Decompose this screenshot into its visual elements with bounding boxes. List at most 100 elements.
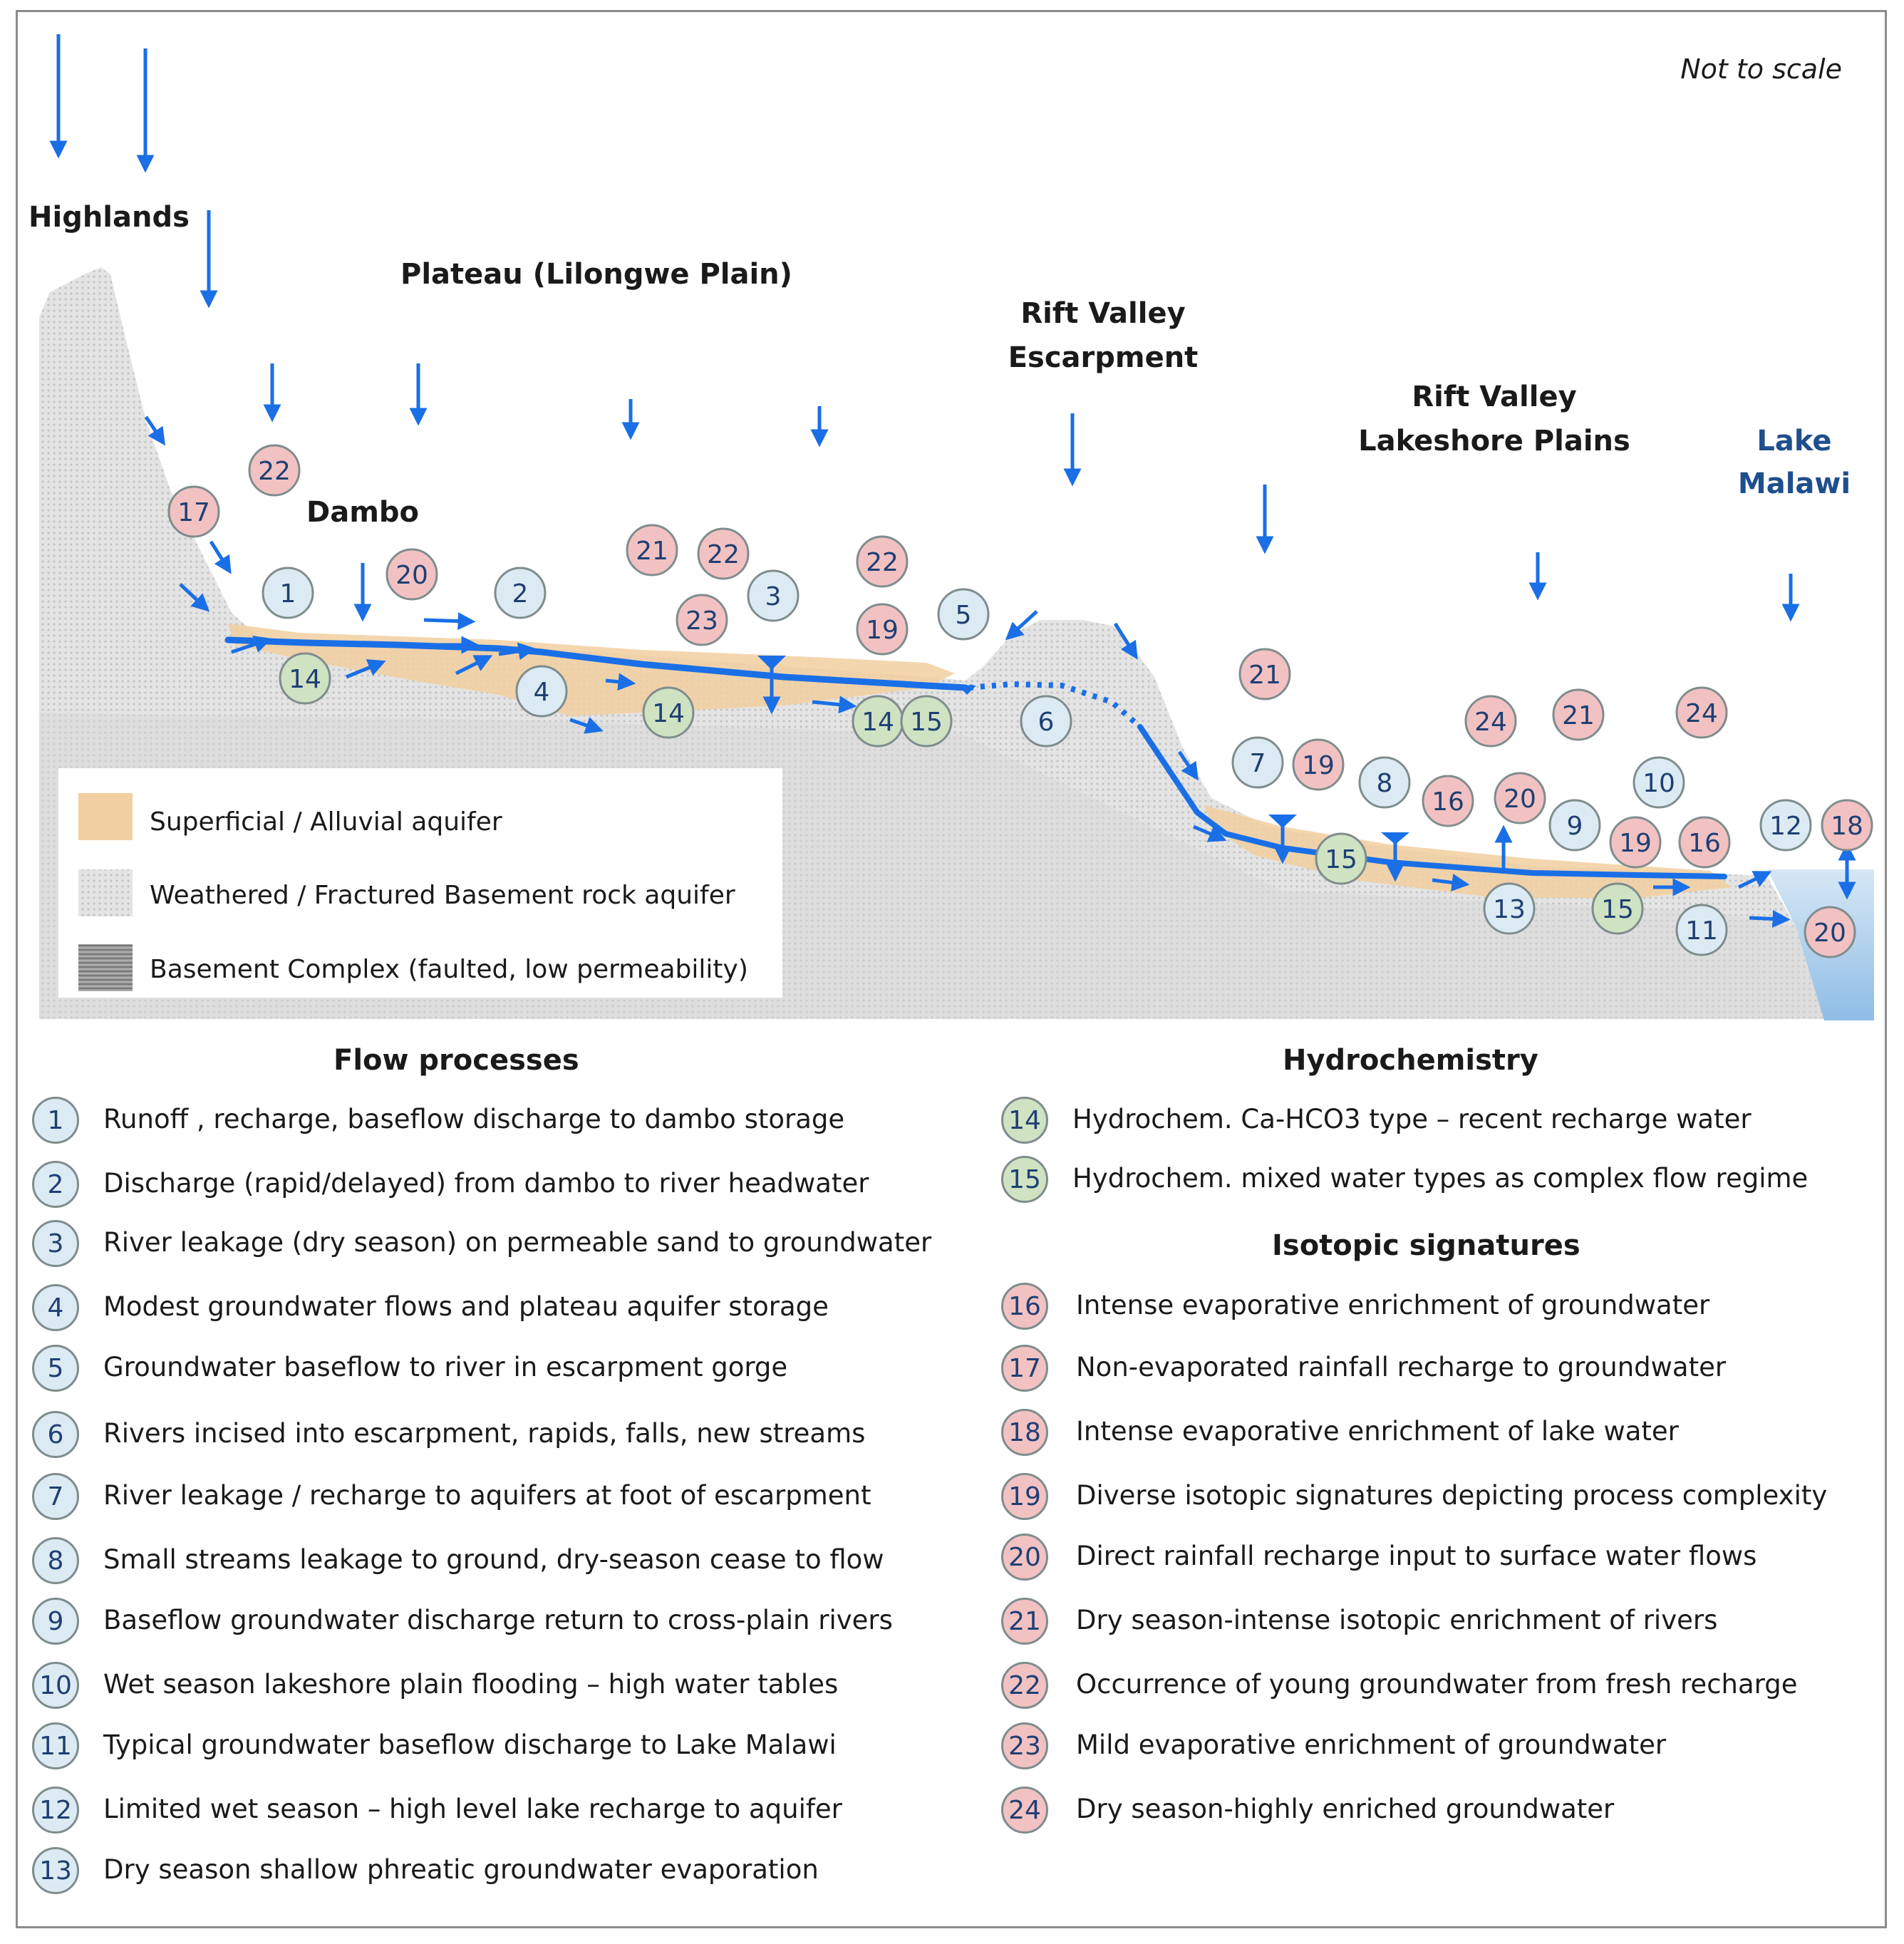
legend-text: Mild evaporative enrichment of groundwat… xyxy=(1076,1730,1667,1760)
legend-label-weathered: Weathered / Fractured Basement rock aqui… xyxy=(150,881,735,910)
legend-number: 2 xyxy=(32,1161,79,1208)
marker-number: 16 xyxy=(1432,787,1464,817)
label-lakeshore-1: Rift Valley xyxy=(1412,381,1576,413)
marker-number: 15 xyxy=(1601,895,1634,924)
legend-text: Typical groundwater baseflow discharge t… xyxy=(103,1730,837,1760)
legend-text: Baseflow groundwater discharge return to… xyxy=(103,1605,893,1635)
marker-15: 15 xyxy=(1591,882,1644,935)
legend-text: Diverse isotopic signatures depicting pr… xyxy=(1076,1480,1828,1511)
marker-22: 22 xyxy=(856,535,909,588)
marker-1: 1 xyxy=(262,567,314,619)
cross-section-diagram: Highlands Plateau (Lilongwe Plain) Dambo… xyxy=(29,34,1874,1020)
marker-circle xyxy=(515,665,568,718)
label-dambo: Dambo xyxy=(306,496,419,529)
legend-text: Intense evaporative enrichment of lake w… xyxy=(1076,1416,1679,1447)
marker-circle xyxy=(747,569,800,622)
marker-20: 20 xyxy=(1494,772,1546,824)
legend-number: 6 xyxy=(32,1411,79,1458)
marker-circle xyxy=(1422,775,1474,827)
marker-14: 14 xyxy=(642,686,695,739)
marker-number: 19 xyxy=(866,616,899,645)
marker-number: 14 xyxy=(652,699,685,728)
marker-circle xyxy=(1821,799,1873,852)
label-lake-2: Malawi xyxy=(1738,467,1851,500)
flow-processes-heading: Flow processes xyxy=(333,1044,579,1077)
marker-4: 4 xyxy=(515,665,568,718)
aquifer-legend: Superficial / Alluvial aquifer Weathered… xyxy=(58,768,782,998)
marker-8: 8 xyxy=(1358,756,1411,809)
marker-circle xyxy=(1358,756,1411,809)
legend-number: 13 xyxy=(32,1847,79,1894)
marker-circle xyxy=(856,535,909,588)
marker-14: 14 xyxy=(852,695,904,748)
marker-number: 1 xyxy=(280,579,296,609)
marker-circle xyxy=(1675,904,1728,956)
marker-number: 14 xyxy=(289,665,321,694)
legend-number: 5 xyxy=(32,1345,79,1392)
marker-number: 24 xyxy=(1685,699,1718,728)
legend-text: Occurrence of young groundwater from fre… xyxy=(1076,1669,1798,1700)
legend-swatch-basement xyxy=(78,944,133,991)
marker-circle xyxy=(900,695,953,748)
marker-number: 22 xyxy=(707,540,740,569)
legend-text: River leakage / recharge to aquifers at … xyxy=(103,1480,871,1511)
label-escarpment-2: Escarpment xyxy=(1008,341,1199,374)
marker-number: 22 xyxy=(866,548,899,577)
marker-circle xyxy=(642,686,695,739)
marker-21: 21 xyxy=(626,524,678,577)
legend-text: Rivers incised into escarpment, rapids, … xyxy=(103,1418,866,1449)
marker-24: 24 xyxy=(1464,695,1517,748)
marker-21: 21 xyxy=(1238,648,1291,700)
marker-number: 20 xyxy=(1814,919,1846,948)
marker-circle xyxy=(1238,648,1291,700)
marker-15: 15 xyxy=(1315,832,1367,885)
marker-number: 16 xyxy=(1688,829,1721,858)
marker-number: 22 xyxy=(258,457,291,486)
marker-circle xyxy=(1552,688,1605,741)
legend-number: 10 xyxy=(32,1662,79,1709)
marker-number: 10 xyxy=(1642,769,1675,798)
marker-number: 13 xyxy=(1493,895,1526,924)
legend-number: 4 xyxy=(32,1284,79,1331)
legend-text: Modest groundwater flows and plateau aqu… xyxy=(103,1291,829,1322)
legend-label-basement: Basement Complex (faulted, low permeabil… xyxy=(150,955,748,984)
marker-number: 12 xyxy=(1769,812,1802,841)
label-highlands: Highlands xyxy=(29,201,190,234)
marker-number: 18 xyxy=(1831,812,1863,841)
marker-20: 20 xyxy=(386,548,438,601)
legend-number: 16 xyxy=(1001,1283,1048,1330)
marker-circle xyxy=(626,524,678,577)
marker-circle xyxy=(697,527,750,580)
marker-19: 19 xyxy=(856,603,909,656)
legend-text: Hydrochem. mixed water types as complex … xyxy=(1072,1163,1809,1194)
marker-6: 6 xyxy=(1020,695,1072,748)
marker-3: 3 xyxy=(747,569,800,622)
marker-14: 14 xyxy=(279,652,331,705)
marker-circle xyxy=(1678,816,1731,869)
not-to-scale-note: Not to scale xyxy=(1680,53,1842,85)
marker-circle xyxy=(676,594,728,646)
marker-7: 7 xyxy=(1231,736,1284,789)
marker-number: 20 xyxy=(395,561,428,590)
legend-text: Dry season-highly enriched groundwater xyxy=(1076,1794,1615,1824)
marker-18: 18 xyxy=(1821,799,1873,852)
marker-number: 19 xyxy=(1619,829,1652,858)
marker-number: 20 xyxy=(1504,785,1536,814)
figure-frame xyxy=(16,10,1887,1928)
marker-number: 2 xyxy=(512,579,529,609)
marker-number: 7 xyxy=(1250,749,1266,778)
marker-circle xyxy=(1591,882,1644,935)
marker-13: 13 xyxy=(1483,882,1536,935)
legend-text: Dry season-intense isotopic enrichment o… xyxy=(1076,1605,1718,1635)
marker-number: 23 xyxy=(685,606,718,636)
legend-text: Non-evaporated rainfall recharge to grou… xyxy=(1076,1352,1727,1382)
legend-number: 11 xyxy=(32,1722,79,1769)
marker-number: 21 xyxy=(1248,661,1281,690)
marker-16: 16 xyxy=(1422,775,1474,827)
marker-number: 4 xyxy=(534,678,550,707)
marker-number: 15 xyxy=(910,708,943,737)
marker-circle xyxy=(1483,882,1536,935)
legend-label-alluvial: Superficial / Alluvial aquifer xyxy=(150,807,502,837)
marker-16: 16 xyxy=(1678,816,1731,869)
legend-text: Wet season lakeshore plain flooding – hi… xyxy=(103,1669,839,1700)
